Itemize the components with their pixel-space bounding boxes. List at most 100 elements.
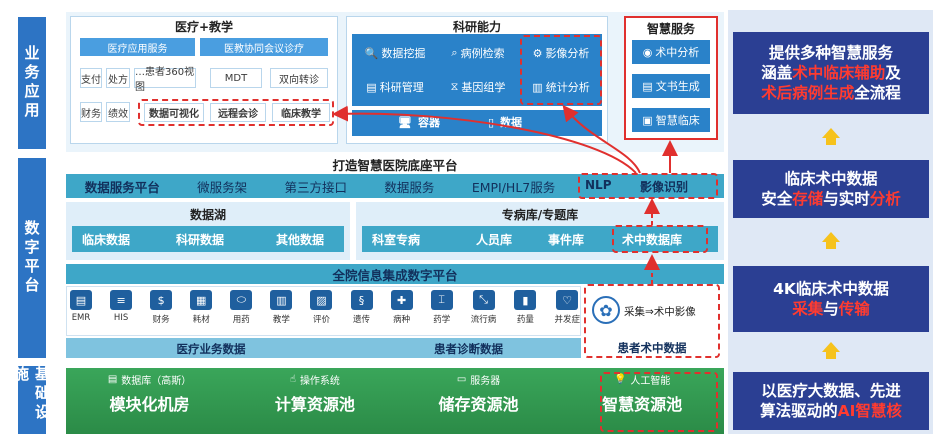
research-image-analysis-label: 影像分析 [545,47,590,60]
svc-data-platform[interactable]: 数据服务平台 [84,179,160,195]
emr-item[interactable]: ▤ EMR [70,290,92,334]
research-genomics-label: 基因组学 [461,81,506,94]
genetics-item[interactable]: §遗传 [350,290,373,334]
card1-t1: 涵盖 [761,63,793,82]
tile-finance[interactable]: 财务 [80,102,102,122]
emr-icon: ▤ [70,290,92,310]
genetics-label: 遗传 [353,315,371,325]
infra-ai-big: 智慧资源池 [602,395,683,414]
svc-microservice[interactable]: 微服务架 [197,179,248,195]
card2-line2: 安全存储与实时分析 [761,189,901,209]
card2-t4: 分析 [869,190,901,208]
disease-item[interactable]: ✚病种 [390,290,413,334]
consumable-item[interactable]: ▦耗材 [190,290,213,334]
infra-row: ▤数据库（高斯） 模块化机房 ☝操作系统 计算资源池 ▭服务器 储存资源池 💡人… [66,372,724,432]
tile-remote-consult[interactable]: 远程会诊 [210,103,266,122]
right-card-smart: 提供多种智慧服务 涵盖术中临床辅助及 术后病例生成全流程 [733,32,929,114]
med-teach-title: 医疗+教学 [174,20,234,34]
collect-label[interactable]: 采集⇒术中影像 [624,306,696,318]
bottom-diagnosis-data[interactable]: 患者诊断数据 [434,342,503,356]
tile-referral[interactable]: 双向转诊 [270,68,328,88]
medication-item[interactable]: ⬭用药 [230,290,253,334]
emr-label: EMR [71,313,91,323]
smart-intraop-label: 术中分析 [655,46,700,59]
bottom-strip [66,338,581,358]
search-icon: 🔍 [364,46,379,60]
card3-t2: 与 [823,300,839,318]
right-card-storage: 临床术中数据 安全存储与实时分析 [733,160,929,218]
svc-data-service[interactable]: 数据服务 [384,179,435,195]
infra-ai[interactable]: 💡人工智能 智慧资源池 [602,372,682,432]
research-management[interactable]: ▤科研管理 [356,72,434,102]
image-icon: ▨ [310,290,333,310]
infra-storage-small: 服务器 [470,376,501,387]
lake-other[interactable]: 其他数据 [276,233,325,247]
evaluation-item[interactable]: ▨评价 [310,290,333,334]
image-recognition-label[interactable]: 影像识别 [640,180,689,194]
tile-mdt[interactable]: MDT [210,68,262,88]
infra-compute-big: 计算资源池 [274,395,355,414]
research-title: 科研能力 [452,20,501,34]
nlp-label[interactable]: NLP [585,178,612,192]
tile-data-visual[interactable]: 数据可视化 [144,103,204,122]
eye-icon: ◉ [642,45,653,59]
special-event[interactable]: 事件库 [548,233,585,247]
svc-third-party[interactable]: 第三方接口 [284,179,348,195]
teaching-label: 教学 [272,315,290,325]
med-collab-bar[interactable]: 医教协同会议诊疗 [200,38,328,56]
smart-doc-label: 文书生成 [655,80,700,93]
research-genomics[interactable]: ⧖基因组学 [438,72,518,102]
side-label-platform: 数字平台 [18,158,46,358]
infra-compute-small: 操作系统 [299,376,340,387]
research-highlight-box [520,35,602,105]
pharmacy-item[interactable]: ⌶药学 [430,290,453,334]
bottom-medical-data[interactable]: 医疗业务数据 [176,342,246,356]
tile-performance[interactable]: 绩效 [106,102,130,122]
tile-pay[interactable]: 支付 [80,68,102,88]
lake-clinical[interactable]: 临床数据 [82,233,131,247]
ai-pool-box [600,372,718,432]
special-intraop[interactable]: 术中数据库 [622,233,683,247]
hand-pointer-icon: ☝ [289,374,296,385]
research-container-label: 容器 [417,116,440,129]
dna-icon: ⧖ [450,80,459,93]
his-item[interactable]: ≡HIS [110,290,133,334]
special-personnel[interactable]: 人员库 [476,233,513,247]
dosage-item[interactable]: ▮药量 [514,290,537,334]
tile-clinical-teaching[interactable]: 临床教学 [272,103,330,122]
infra-room-big: 模块化机房 [109,395,190,414]
research-case-search[interactable]: ⌕病例检索 [438,38,518,68]
finance-item[interactable]: $财务 [150,290,173,334]
intraop-db-box [612,225,708,253]
bottom-intraop-data[interactable]: 患者术中数据 [617,341,687,355]
smart-doc-generation[interactable]: ▤文书生成 [632,74,710,98]
lake-research[interactable]: 科研数据 [176,233,225,247]
chart-icon: ▤ [366,80,377,94]
infra-compute[interactable]: ☝操作系统 计算资源池 [275,372,355,432]
epidemic-item[interactable]: ⤡流行病 [471,290,496,334]
special-db-title: 专病库/专题库 [501,208,579,222]
money-bag-icon: $ [150,290,173,310]
research-image-analysis[interactable]: ⚙影像分析 [524,38,598,68]
infra-room[interactable]: ▤数据库（高斯） 模块化机房 [108,372,191,432]
collect-logo-icon: ✿ [592,296,620,324]
research-data-mining[interactable]: 🔍数据挖掘 [356,38,434,68]
research-stat-analysis[interactable]: ▥统计分析 [524,72,598,102]
tile-prescription[interactable]: 处方 [106,68,130,88]
special-dept[interactable]: 科室专病 [372,233,421,247]
his-label: HIS [113,313,129,323]
research-container[interactable]: 🖥容器 [398,114,440,130]
tile-patient360[interactable]: …患者360视图 [134,67,196,93]
complication-item[interactable]: ♡并发症 [554,290,580,334]
document-icon: ▤ [642,79,653,93]
data-lake-title: 数据湖 [189,208,226,222]
svc-empi[interactable]: EMPI/HL7服务 [471,179,556,195]
smart-intraop-analysis[interactable]: ◉术中分析 [632,40,710,64]
smart-clinical[interactable]: ▣智慧临床 [632,108,710,132]
infra-ai-small: 人工智能 [630,376,671,387]
right-card-capture: 4K临床术中数据 采集与传输 [733,266,929,332]
teaching-item[interactable]: ▥教学 [270,290,293,334]
infra-storage[interactable]: ▭服务器 储存资源池 [439,372,519,432]
med-service-bar[interactable]: 医疗应用服务 [80,38,195,56]
